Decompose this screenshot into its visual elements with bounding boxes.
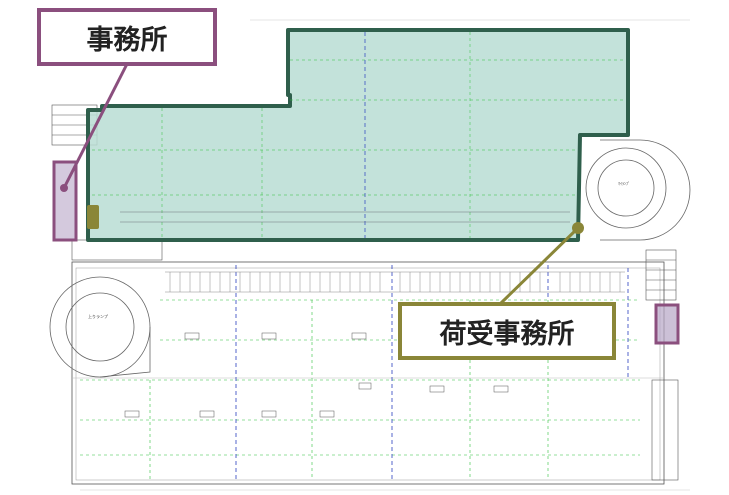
upper-floor-area bbox=[86, 28, 630, 242]
right-office-highlight bbox=[654, 303, 680, 345]
receiving-office-callout: 荷受事務所 bbox=[398, 302, 616, 360]
lower-grid-blue bbox=[235, 265, 629, 480]
loading-dock bbox=[165, 271, 625, 293]
ramp-right bbox=[585, 139, 691, 241]
office-highlight bbox=[52, 160, 78, 242]
ramp-right-label: ﾏｲﾗﾝﾌﾟ bbox=[618, 180, 630, 186]
ramp-left bbox=[49, 276, 151, 378]
upper-grid bbox=[92, 32, 626, 238]
receiving-leader-line bbox=[498, 226, 580, 306]
upper-racking bbox=[120, 211, 570, 223]
ramp-left-label: 上りランプ bbox=[88, 313, 108, 319]
lower-building bbox=[71, 261, 665, 485]
office-callout: 事務所 bbox=[37, 8, 217, 66]
office-leader-line bbox=[62, 61, 130, 189]
right-service-core bbox=[645, 249, 679, 481]
olive-marker-left bbox=[87, 205, 99, 229]
